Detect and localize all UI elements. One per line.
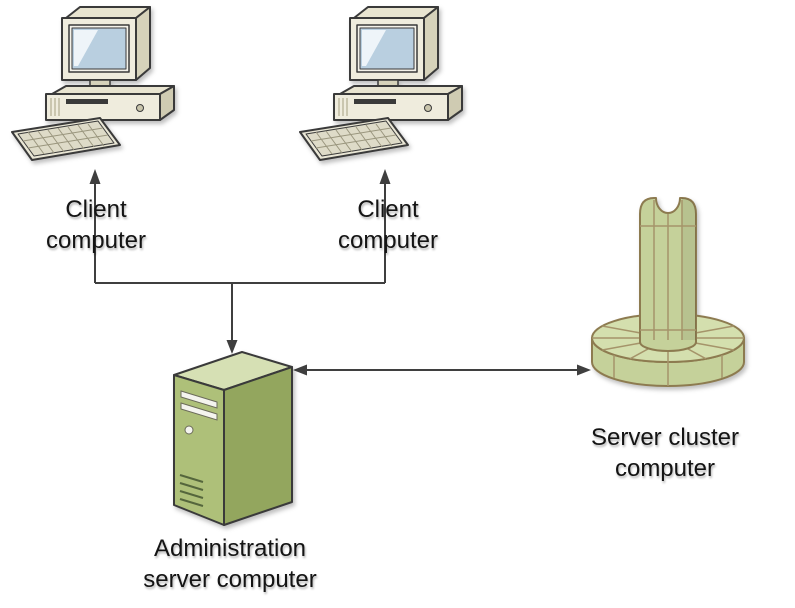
label-line: Server cluster: [590, 424, 740, 451]
client2-label: Client computer: [308, 194, 468, 256]
connector-group: [94, 183, 578, 371]
server-cluster-icon: [591, 197, 745, 387]
label-line: Administration: [153, 535, 307, 562]
edge-clients-to-admin: [94, 183, 386, 341]
admin-server-label: Administration server computer: [120, 533, 340, 595]
drive-bay: [180, 390, 218, 409]
desktop-case: [333, 85, 463, 121]
node-client-computer-2: [296, 2, 481, 177]
node-server-cluster: [588, 180, 748, 410]
arrowhead-to-client1: [89, 169, 101, 184]
label-line: computer: [45, 227, 147, 254]
cluster-column-seams: [640, 200, 696, 340]
client1-label: Client computer: [16, 194, 176, 256]
arrowhead-to-admin-server-left: [293, 364, 307, 376]
server-front-details: [179, 390, 218, 507]
label-line: computer: [337, 227, 439, 254]
label-line: Client: [357, 196, 419, 223]
node-admin-server: [158, 335, 308, 535]
node-client-computer-1: [8, 2, 193, 177]
monitor: [349, 6, 439, 87]
power-button: [184, 425, 194, 435]
client-computer-icon: [11, 6, 175, 161]
client-computer-icon: [299, 6, 463, 161]
cluster-column-shade: [682, 198, 696, 340]
keyboard: [11, 117, 121, 161]
label-line: server computer: [143, 566, 317, 593]
arrowhead-to-server-cluster: [577, 364, 591, 376]
monitor: [61, 6, 151, 87]
keyboard: [299, 117, 409, 161]
vent-lines: [179, 474, 204, 507]
server-side-face: [223, 366, 293, 526]
arrowhead-to-client2: [379, 169, 391, 184]
admin-server-icon: [173, 351, 293, 526]
desktop-case: [45, 85, 175, 121]
drive-bay: [180, 402, 218, 421]
label-line: Client: [65, 196, 127, 223]
server-cluster-label: Server cluster computer: [550, 422, 780, 484]
arrowhead-to-admin-server: [226, 340, 238, 354]
arrowheads: [89, 169, 591, 376]
label-line: computer: [614, 455, 716, 482]
